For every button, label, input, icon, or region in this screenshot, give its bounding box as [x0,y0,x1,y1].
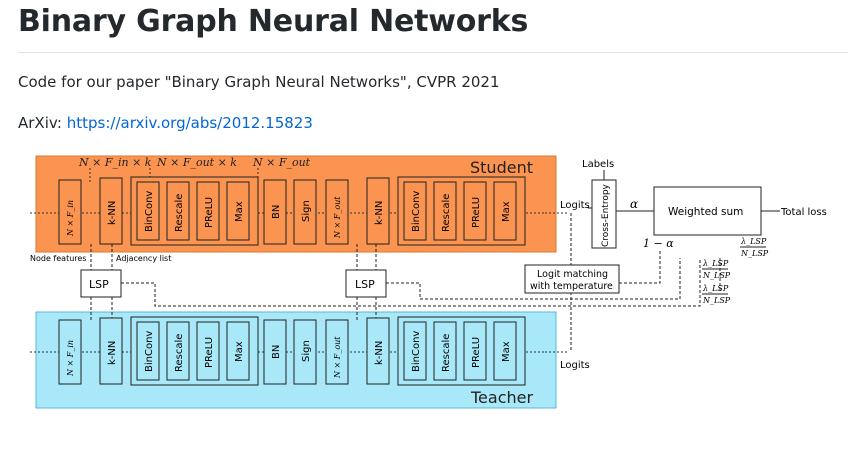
one-minus-alpha: 1 − α [643,237,674,250]
student-rescale-2: Rescale [441,194,452,232]
heading-divider [18,52,848,53]
student-sign [293,179,317,245]
lsp-label-2: LSP [355,278,375,291]
student-sign-label: Sign [301,200,312,222]
svg-text:N_LSP: N_LSP [702,271,731,280]
intro-text: Code for our paper "Binary Graph Neural … [18,73,500,91]
student-rescale-1: Rescale [174,194,185,232]
logit-matching-box [524,264,620,294]
arxiv-line: ArXiv: https://arxiv.org/abs/2012.15823 [18,114,313,132]
student-binconv-2: BinConv [411,191,422,232]
teacher-knn-2 [366,317,390,385]
teacher-knn-2-label: k-NN [374,341,385,365]
alpha-label: α [630,197,638,211]
arxiv-link[interactable]: https://arxiv.org/abs/2012.15823 [66,114,313,132]
student-knn-2 [366,177,390,245]
teacher-bn [263,319,287,385]
lambda-fraction-1: λ_LSP N_LSP [740,237,769,258]
student-mid-nodes [325,179,349,245]
student-binconv-1: BinConv [144,191,155,232]
svg-text:λ_LSP: λ_LSP [740,237,767,246]
page-title: Binary Graph Neural Networks [18,4,529,39]
student-knn-2-label: k-NN [374,201,385,225]
teacher-sign [293,319,317,385]
student-max-2: Max [501,201,512,222]
teacher-logits: Logits [560,360,590,371]
student-bn [263,179,287,245]
teacher-label: Teacher [470,388,533,407]
logit-matching-line2: with temperature [530,281,613,292]
teacher-max-2: Max [501,341,512,362]
teacher-input-nodes [58,319,82,385]
dim-label-1: N × F_in × k [78,156,152,169]
dim-label-3: N × F_out [252,156,311,169]
student-input-label: N × F_in [66,200,75,237]
student-knn [99,177,123,245]
teacher-row: N × F_in k-NN BinConv Rescale PReLU Max … [30,316,545,386]
teacher-knn [99,317,123,385]
student-prelu-2: PReLU [471,197,482,228]
lsp-label-1: LSP [89,278,109,291]
weighted-sum-label: Weighted sum [668,206,743,218]
cross-entropy-box [591,179,617,249]
student-input-nodes [58,179,82,245]
weighted-sum-box [653,186,762,236]
logit-matching-line1: Logit matching [537,269,608,280]
student-row: N × F_in k-NN BinConv Rescale PReLU Max … [30,176,545,246]
teacher-knn-label: k-NN [107,341,118,365]
dim-label-2: N × F_out × k [156,156,237,169]
student-max-1: Max [234,201,245,222]
arxiv-prefix: ArXiv: [18,114,67,132]
teacher-prelu-1: PReLU [204,337,215,368]
teacher-binconv-1: BinConv [144,331,155,372]
lambda-fraction-2: λ_LSP N_LSP [702,259,731,280]
teacher-rescale-2: Rescale [441,334,452,372]
lsp-box-1 [80,269,122,298]
node-features-label: Node features [30,254,86,263]
lambda-fraction-3: λ_LSP N_LSP [702,284,731,305]
student-bn-label: BN [271,205,282,219]
svg-text:λ_LSP: λ_LSP [702,259,729,268]
teacher-sign-label: Sign [301,340,312,362]
teacher-max-1: Max [234,341,245,362]
student-logits: Logits [560,200,590,211]
labels-label: Labels [582,159,614,170]
teacher-bn-label: BN [271,345,282,359]
teacher-prelu-2: PReLU [471,337,482,368]
svg-text:N_LSP: N_LSP [740,249,769,258]
student-knn-label: k-NN [107,201,118,225]
teacher-mid-nodes [325,319,349,385]
teacher-rescale-1: Rescale [174,334,185,372]
svg-text:N_LSP: N_LSP [702,296,731,305]
total-loss-label: Total loss [780,207,827,218]
teacher-mid-label: N × F_out [333,336,342,379]
svg-text:λ_LSP: λ_LSP [702,284,729,293]
cross-entropy-label: Cross-Entropy [601,183,611,247]
student-label: Student [470,158,533,177]
student-mid-label: N × F_out [333,196,342,239]
connectors [90,213,721,352]
teacher-binconv-2: BinConv [411,331,422,372]
teacher-input-label: N × F_in [66,340,75,377]
adjacency-list-label: Adjacency list [116,254,171,263]
student-prelu-1: PReLU [204,197,215,228]
